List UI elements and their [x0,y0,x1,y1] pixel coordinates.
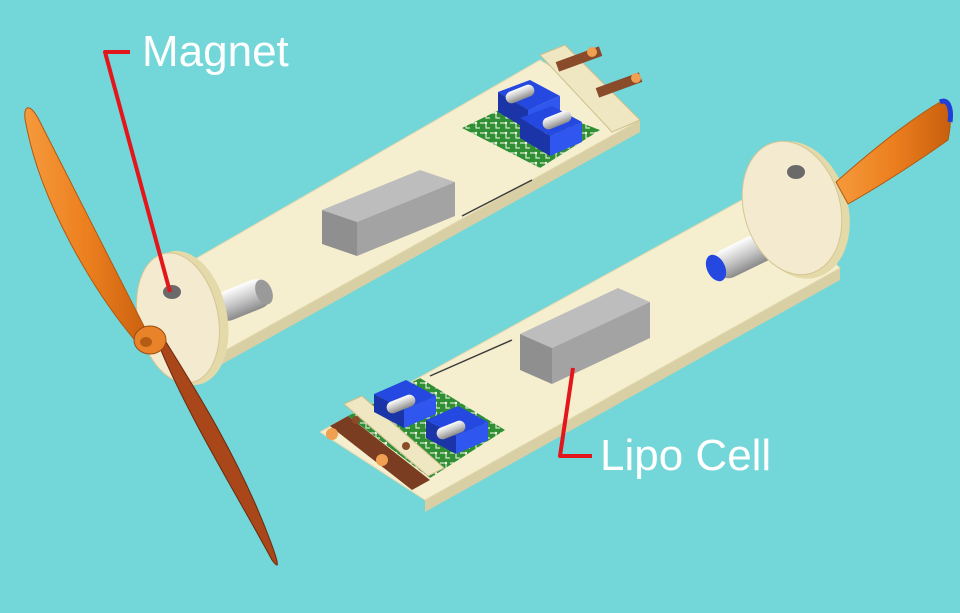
right-fuselage [319,98,953,512]
magnet-label: Magnet [142,27,289,76]
right-servo-tray [326,378,505,490]
right-battery-icon [520,288,650,384]
right-servo-icon [374,380,488,454]
right-propeller-icon [835,98,953,205]
left-servo-icon [498,80,582,156]
left-servo-tray [462,44,643,168]
lipo-cell-label: Lipo Cell [600,431,772,480]
right-plank-edge [425,268,840,512]
right-pushrod [429,339,513,377]
lipo-callout-line [558,367,592,458]
left-motor-icon [212,279,273,321]
left-plank-edge [208,120,640,372]
left-propeller-icon [24,107,278,566]
magnet-callout-line [103,50,172,293]
left-battery-icon [322,170,455,256]
left-pushrod [461,179,533,217]
right-tail-bulkhead [741,140,850,279]
left-fuselage [24,44,643,566]
magnet-icon [163,285,181,299]
